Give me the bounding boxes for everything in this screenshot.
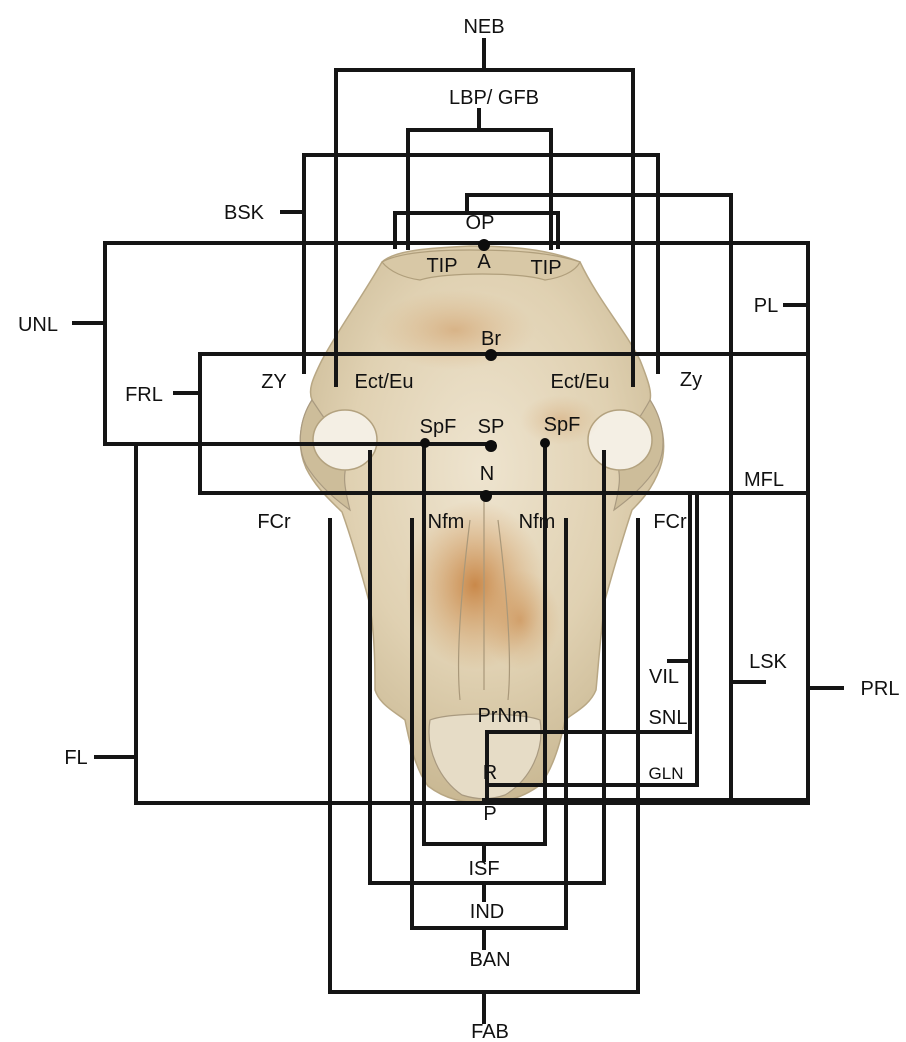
- label-ect-eu-left: Ect/Eu: [355, 371, 414, 393]
- label-r: R: [483, 762, 497, 784]
- label-spf-left: SpF: [420, 416, 457, 438]
- label-sp: SP: [478, 416, 505, 438]
- label-gln: GLN: [649, 764, 684, 783]
- label-zy-left: ZY: [261, 371, 287, 393]
- label-n: N: [480, 463, 494, 485]
- label-tip-left: TIP: [426, 255, 457, 277]
- label-unl: UNL: [18, 314, 58, 336]
- label-neb: NEB: [463, 16, 504, 38]
- label-fcr-right: FCr: [653, 511, 687, 533]
- label-frl: FRL: [125, 384, 163, 406]
- point-a: [478, 239, 490, 251]
- label-lbp-gfb: LBP/ GFB: [449, 87, 539, 109]
- label-prl: PRL: [861, 678, 900, 700]
- labels: NEB LBP/ GFB BSK OP TIP A TIP UNL PL Br …: [18, 16, 899, 1042]
- point-br: [485, 349, 497, 361]
- label-op: OP: [466, 212, 495, 234]
- label-bsk: BSK: [224, 202, 265, 224]
- point-spf-right: [540, 438, 550, 448]
- label-mfl: MFL: [744, 469, 784, 491]
- label-lsk: LSK: [749, 651, 787, 673]
- label-fl: FL: [64, 747, 87, 769]
- label-ect-eu-right: Ect/Eu: [551, 371, 610, 393]
- point-sp: [485, 440, 497, 452]
- label-spf-right: SpF: [544, 414, 581, 436]
- label-snl: SNL: [649, 707, 688, 729]
- label-tip-right: TIP: [530, 257, 561, 279]
- label-p: P: [483, 803, 496, 825]
- label-prnm: PrNm: [477, 705, 528, 727]
- bone-stain: [480, 570, 560, 670]
- label-br: Br: [481, 328, 501, 350]
- label-vil: VIL: [649, 666, 679, 688]
- point-spf-left: [420, 438, 430, 448]
- bone-stain: [375, 290, 535, 370]
- left-orbit: [313, 410, 377, 470]
- label-isf: ISF: [468, 858, 499, 880]
- label-zy-right: Zy: [680, 369, 702, 391]
- point-n: [480, 490, 492, 502]
- label-ind: IND: [470, 901, 504, 923]
- label-pl: PL: [754, 295, 778, 317]
- label-nfm-right: Nfm: [519, 511, 556, 533]
- label-nfm-left: Nfm: [428, 511, 465, 533]
- label-fcr-left: FCr: [257, 511, 291, 533]
- label-ban: BAN: [469, 949, 510, 971]
- label-a: A: [477, 251, 491, 273]
- label-fab: FAB: [471, 1021, 509, 1042]
